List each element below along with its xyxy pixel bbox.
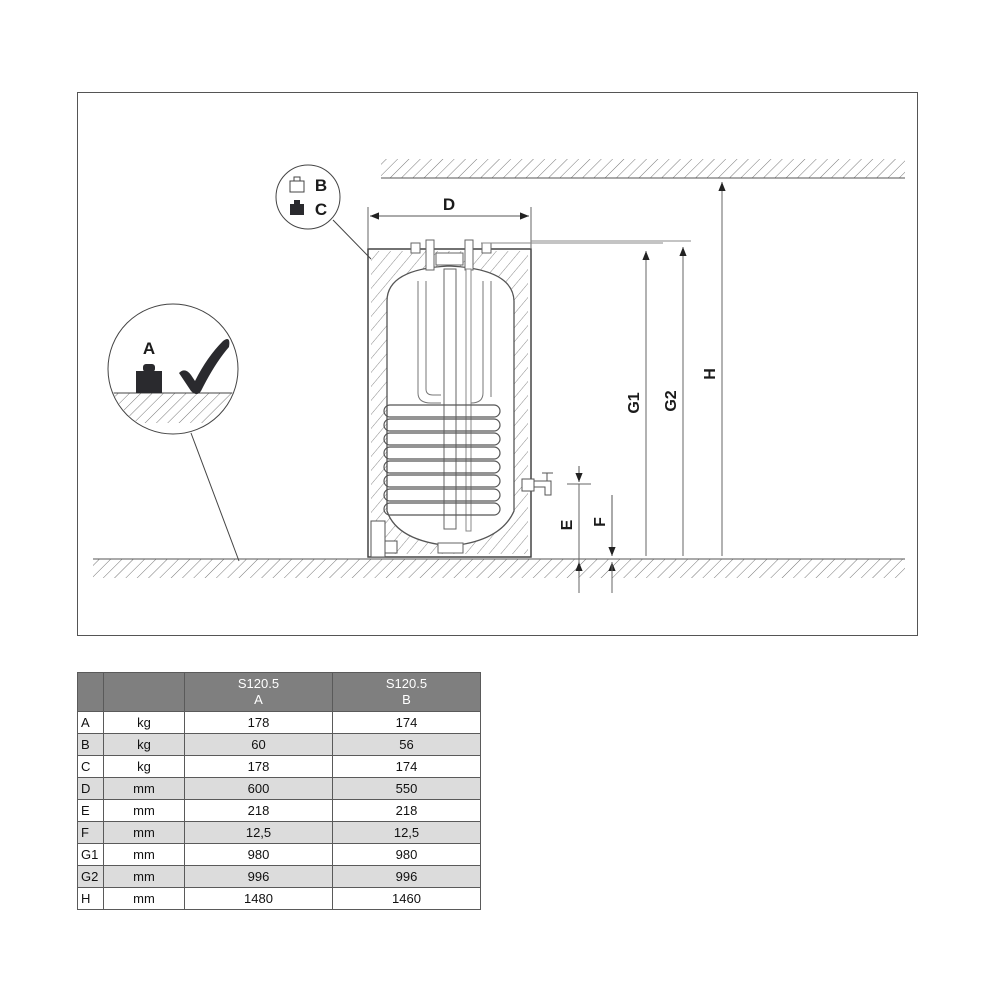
dimensions-table: S120.5 A S120.5 B A kg 178 174 B kg 60 5… <box>77 672 481 910</box>
label-h: H <box>702 368 719 380</box>
table-row: H mm 1480 1460 <box>77 887 481 910</box>
heating-coil <box>383 404 501 516</box>
weight-outline-icon <box>289 176 305 193</box>
diagram-canvas: D G1 G2 H E F A <box>93 159 905 593</box>
row-key: A <box>77 711 104 734</box>
header-model-b: S120.5 B <box>332 672 481 712</box>
checkmark-icon <box>179 339 230 394</box>
table-row: C kg 178 174 <box>77 755 481 778</box>
header-key <box>77 672 104 712</box>
row-key: G2 <box>77 865 104 888</box>
label-g2: G2 <box>663 390 680 411</box>
row-key: H <box>77 887 104 910</box>
callout-a: A <box>107 303 240 562</box>
callout-bc: B C <box>275 164 372 260</box>
header-model-a-variant: A <box>254 692 263 707</box>
table-row: E mm 218 218 <box>77 799 481 822</box>
dimension-h: H <box>702 182 726 556</box>
row-unit: mm <box>103 843 185 866</box>
row-key: B <box>77 733 104 756</box>
row-key: D <box>77 777 104 800</box>
label-e: E <box>559 519 576 530</box>
row-value-b: 12,5 <box>332 821 481 844</box>
row-value-a: 12,5 <box>184 821 333 844</box>
dimension-d: D <box>367 195 532 249</box>
header-model-b-variant: B <box>402 692 411 707</box>
row-value-b: 218 <box>332 799 481 822</box>
table-row: B kg 60 56 <box>77 733 481 756</box>
weight-filled-icon <box>290 200 304 215</box>
row-key: F <box>77 821 104 844</box>
row-value-b: 1460 <box>332 887 481 910</box>
table-row: A kg 178 174 <box>77 711 481 734</box>
label-g1: G1 <box>626 392 643 413</box>
dimension-g2: G2 <box>531 240 691 556</box>
row-unit: mm <box>103 865 185 888</box>
row-value-a: 218 <box>184 799 333 822</box>
table-row: F mm 12,5 12,5 <box>77 821 481 844</box>
row-value-a: 996 <box>184 865 333 888</box>
label-b: B <box>315 176 327 195</box>
row-value-a: 600 <box>184 777 333 800</box>
row-value-b: 174 <box>332 755 481 778</box>
row-value-a: 980 <box>184 843 333 866</box>
label-c: C <box>315 200 327 219</box>
row-key: E <box>77 799 104 822</box>
row-unit: mm <box>103 821 185 844</box>
label-a: A <box>143 339 155 358</box>
table-row: G2 mm 996 996 <box>77 865 481 888</box>
label-f: F <box>592 517 609 527</box>
dimension-g1: G1 <box>481 242 663 556</box>
row-unit: kg <box>103 711 185 734</box>
dimension-f: F <box>592 495 616 593</box>
installation-diagram: D G1 G2 H E F A <box>77 92 918 636</box>
row-value-b: 56 <box>332 733 481 756</box>
row-unit: kg <box>103 755 185 778</box>
row-value-a: 178 <box>184 711 333 734</box>
header-model-a-name: S120.5 <box>237 676 280 691</box>
row-unit: mm <box>103 777 185 800</box>
row-unit: kg <box>103 733 185 756</box>
header-model-a: S120.5 A <box>184 672 333 712</box>
weight-filled-icon <box>136 364 162 393</box>
ceiling <box>381 159 905 179</box>
row-value-b: 174 <box>332 711 481 734</box>
row-value-a: 1480 <box>184 887 333 910</box>
label-d: D <box>443 195 455 214</box>
drain-tap <box>521 472 553 496</box>
row-value-a: 60 <box>184 733 333 756</box>
header-unit <box>103 672 185 712</box>
row-unit: mm <box>103 887 185 910</box>
water-tank <box>367 239 553 558</box>
floor <box>93 558 905 578</box>
row-key: G1 <box>77 843 104 866</box>
row-value-b: 996 <box>332 865 481 888</box>
dimension-e: E <box>559 466 591 593</box>
row-unit: mm <box>103 799 185 822</box>
row-key: C <box>77 755 104 778</box>
table-row: D mm 600 550 <box>77 777 481 800</box>
row-value-a: 178 <box>184 755 333 778</box>
table-row: G1 mm 980 980 <box>77 843 481 866</box>
row-value-b: 980 <box>332 843 481 866</box>
table-header-row: S120.5 A S120.5 B <box>77 672 481 712</box>
header-model-b-name: S120.5 <box>385 676 428 691</box>
row-value-b: 550 <box>332 777 481 800</box>
